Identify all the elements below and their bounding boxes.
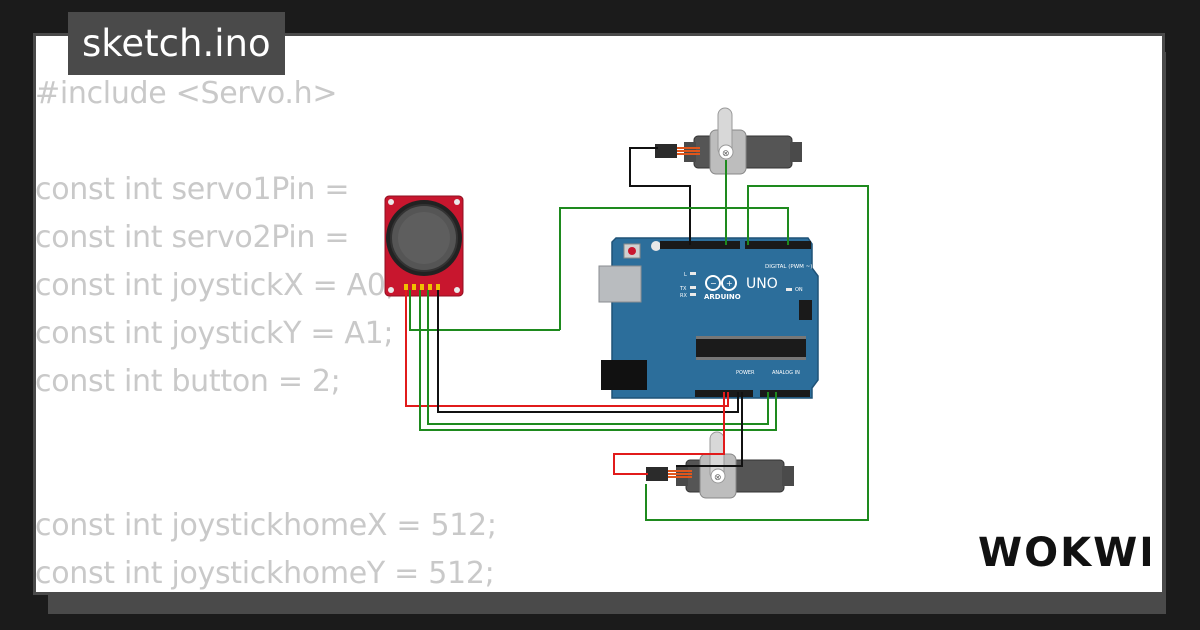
wires xyxy=(405,147,869,521)
led-l-label: L xyxy=(684,272,687,278)
digital-label: DIGITAL (PWM ~) xyxy=(765,264,812,270)
code-line: #include <Servo.h> xyxy=(35,76,338,111)
atmega-chip xyxy=(696,336,806,360)
power-label: POWER xyxy=(736,370,755,376)
code-line: const int joystickY = A1; xyxy=(35,316,394,351)
usb-port xyxy=(598,265,642,303)
code-line: const int servo1Pin = xyxy=(35,172,359,207)
wokwi-logo: WOKWI xyxy=(978,530,1150,576)
code-line: const int servo2Pin = xyxy=(35,220,359,255)
analog-label: ANALOG IN xyxy=(772,370,800,376)
code-line: const int button = 2; xyxy=(35,364,341,399)
digital-header-high xyxy=(660,241,740,249)
analog-header xyxy=(760,390,810,397)
code-preview: #include <Servo.h> const int servo1Pin =… xyxy=(35,70,497,598)
code-line: const int joystickX = A0; xyxy=(35,268,396,303)
digital-header-low xyxy=(745,241,811,249)
servo-motor-bottom[interactable]: ⊗ xyxy=(646,431,794,499)
file-tab[interactable]: sketch.ino xyxy=(68,12,285,75)
uno-label: UNO xyxy=(746,276,778,292)
code-line: const int joystickhomeY = 512; xyxy=(35,556,495,591)
power-jack xyxy=(601,360,647,390)
arduino-label: ARDUINO xyxy=(704,293,741,301)
led-tx-label: TX xyxy=(679,286,687,292)
arduino-uno-board[interactable]: DIGITAL (PWM ~) L TX RX − + UNO ARDUINO … xyxy=(598,237,819,399)
svg-text:⊗: ⊗ xyxy=(722,149,730,159)
servo-motor-top[interactable]: ⊗ xyxy=(655,107,802,175)
preview-card xyxy=(33,33,1165,595)
svg-text:⊗: ⊗ xyxy=(714,473,722,483)
arduino-logo-icon: − + xyxy=(705,275,737,291)
led-rx-label: RX xyxy=(680,293,687,299)
joystick-module[interactable] xyxy=(384,195,464,297)
svg-text:−: − xyxy=(710,279,717,288)
on-label: ON xyxy=(795,287,803,293)
wokwi-wordmark: WOKWI xyxy=(978,530,1150,576)
code-line: const int joystickhomeX = 512; xyxy=(35,508,497,543)
svg-text:+: + xyxy=(726,279,733,288)
